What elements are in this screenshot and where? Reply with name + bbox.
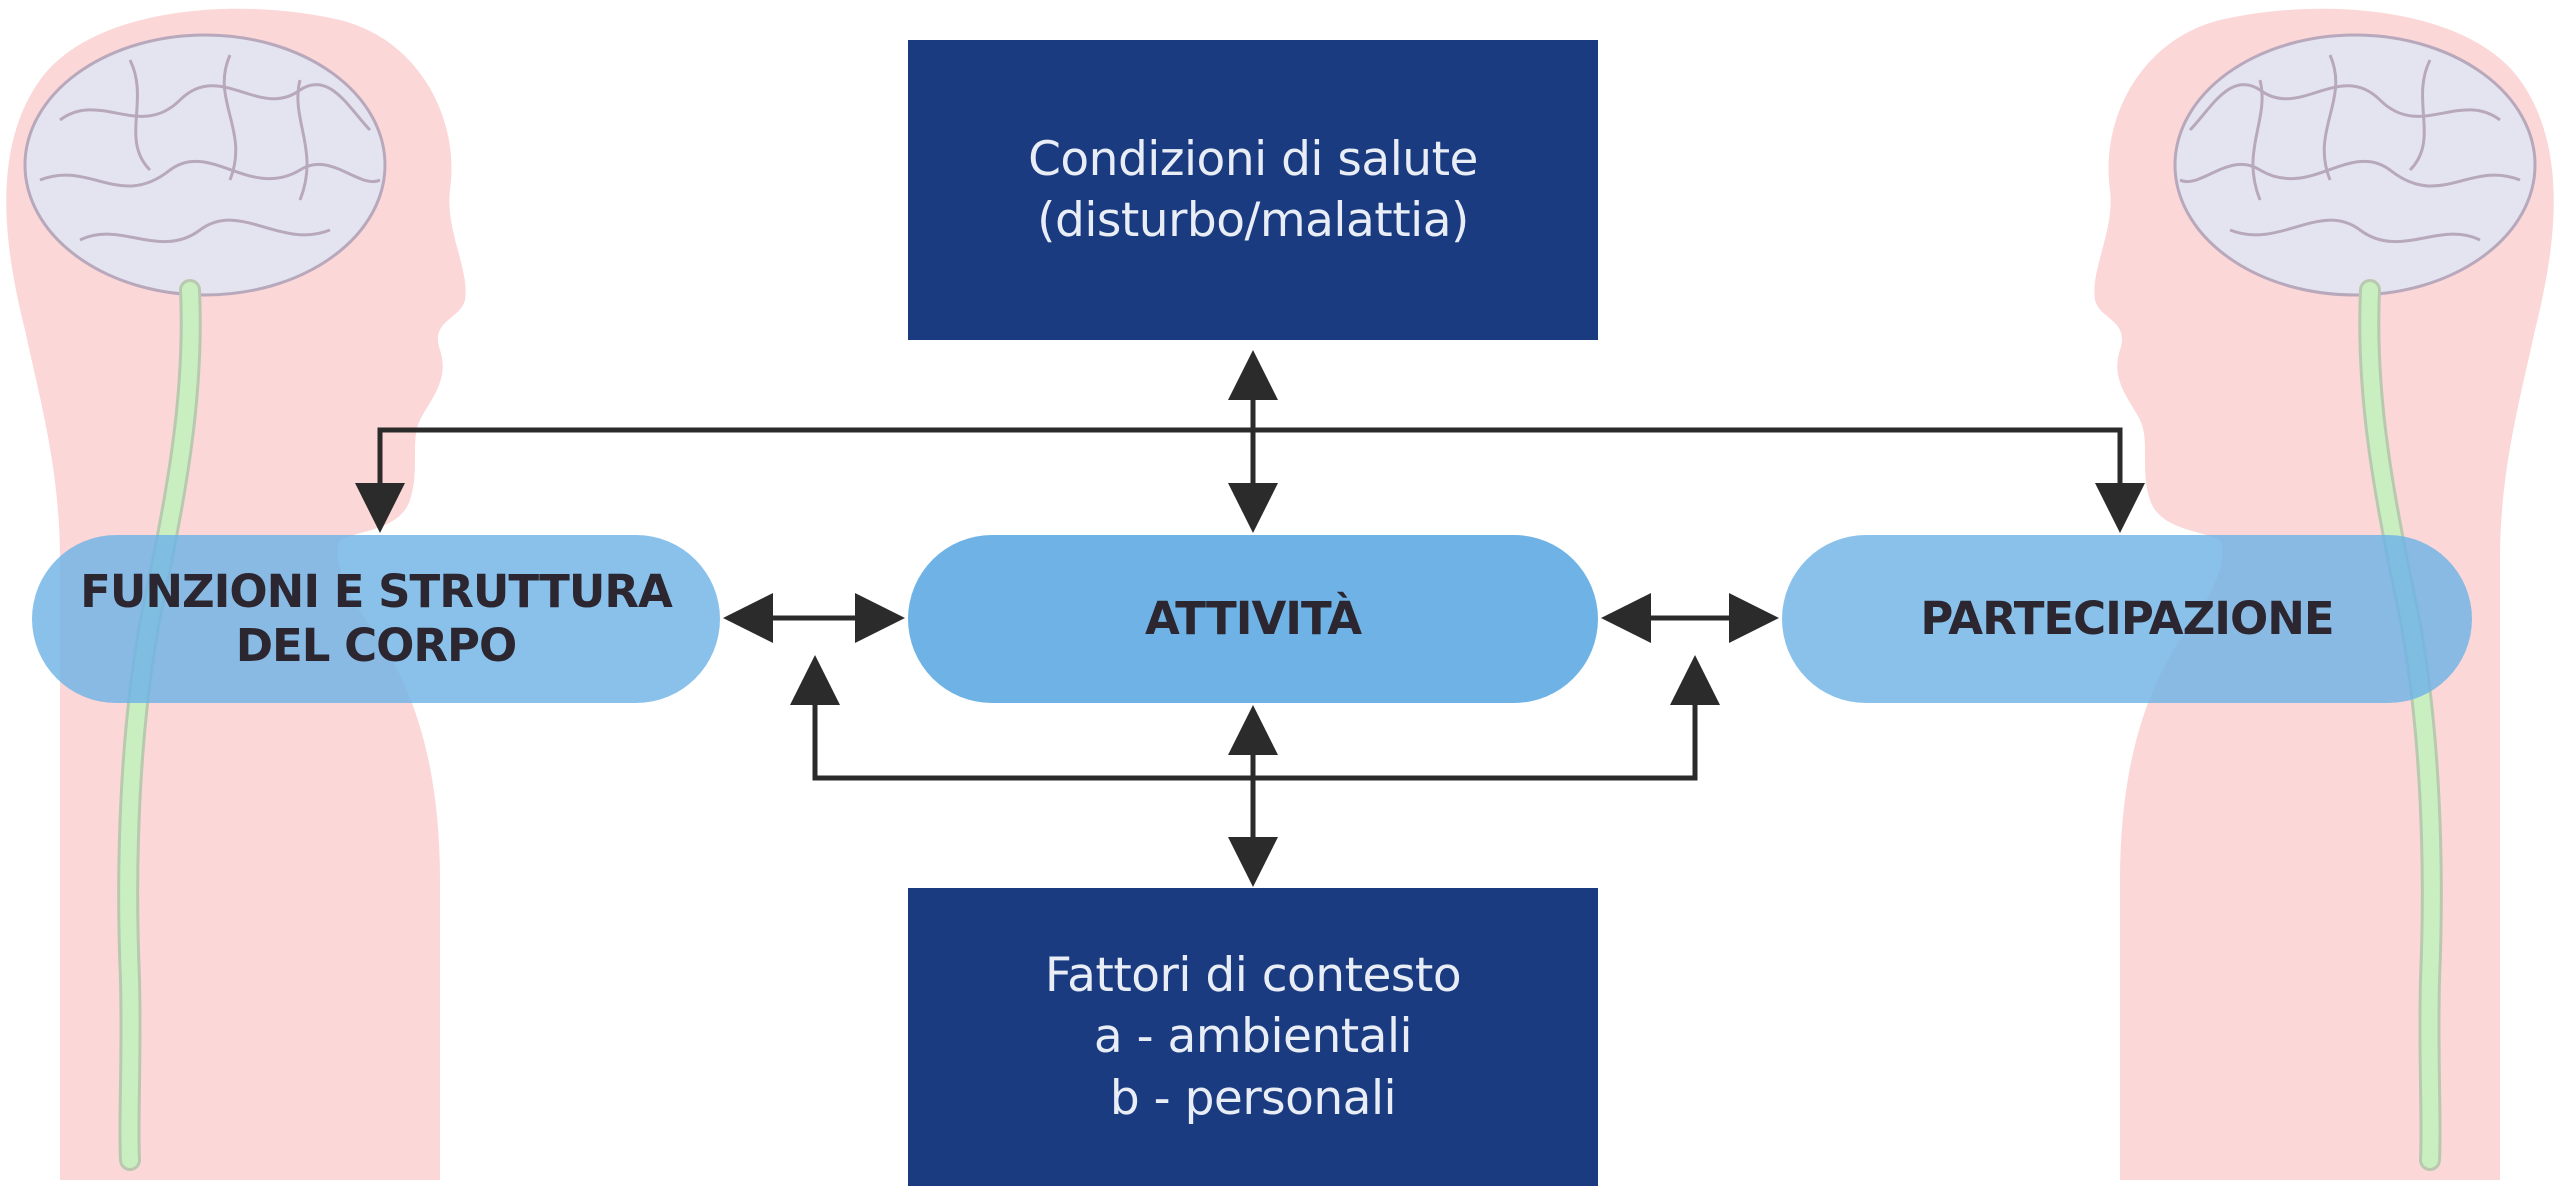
context-factors-box [908,888,1598,1186]
arrows [355,350,2145,887]
arrow-context-to-participation [1253,655,1720,781]
context-factors-label: Fattori di contesto a - ambientali b - p… [1044,948,1462,1126]
body-functions-pill [32,535,720,703]
arrow-context-to-body [790,655,1253,781]
health-condition-box [908,40,1598,340]
left-brain-icon [23,33,387,297]
participation-label: PARTECIPAZIONE [1920,592,2334,645]
right-brain-icon [2173,33,2537,297]
participation-pill [1782,535,2472,703]
activity-pill [908,535,1598,703]
activity-label: ATTIVITÀ [1144,592,1362,645]
body-functions-label: FUNZIONI E STRUTTURA DEL CORPO [80,565,673,672]
health-condition-label: Condizioni di salute (disturbo/malattia) [1028,131,1478,248]
arrow-to-participation-top [1253,427,2145,533]
arrow-to-body-top [355,427,1253,533]
